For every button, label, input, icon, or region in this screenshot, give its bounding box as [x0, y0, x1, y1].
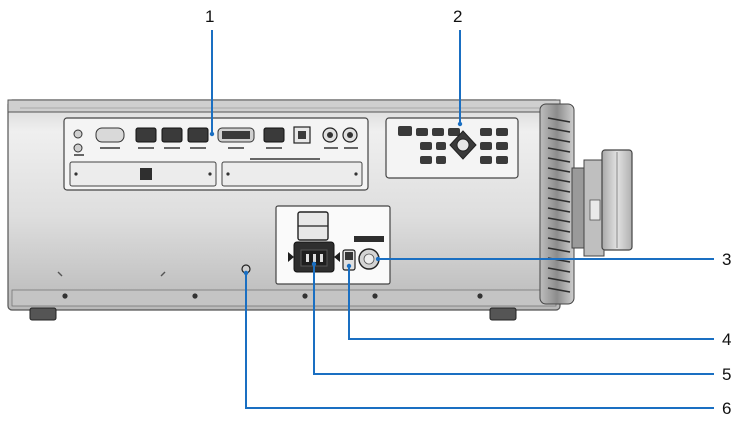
leader-line-5	[313, 264, 714, 375]
io-connector-panel	[63, 117, 369, 191]
keypad-panel	[385, 117, 519, 179]
projector-feet	[29, 307, 517, 321]
callout-1: 1	[205, 7, 214, 26]
callout-6: 6	[722, 399, 731, 418]
lens-assembly	[571, 149, 633, 257]
leader-lines	[209, 30, 714, 409]
power-module	[275, 205, 391, 285]
leader-line-4	[348, 266, 714, 340]
leader-line-6	[245, 273, 714, 409]
callout-4: 4	[722, 330, 731, 349]
side-vent	[539, 103, 575, 305]
callout-2: 2	[453, 7, 462, 26]
callout-3: 3	[722, 250, 731, 269]
callout-5: 5	[722, 365, 731, 384]
